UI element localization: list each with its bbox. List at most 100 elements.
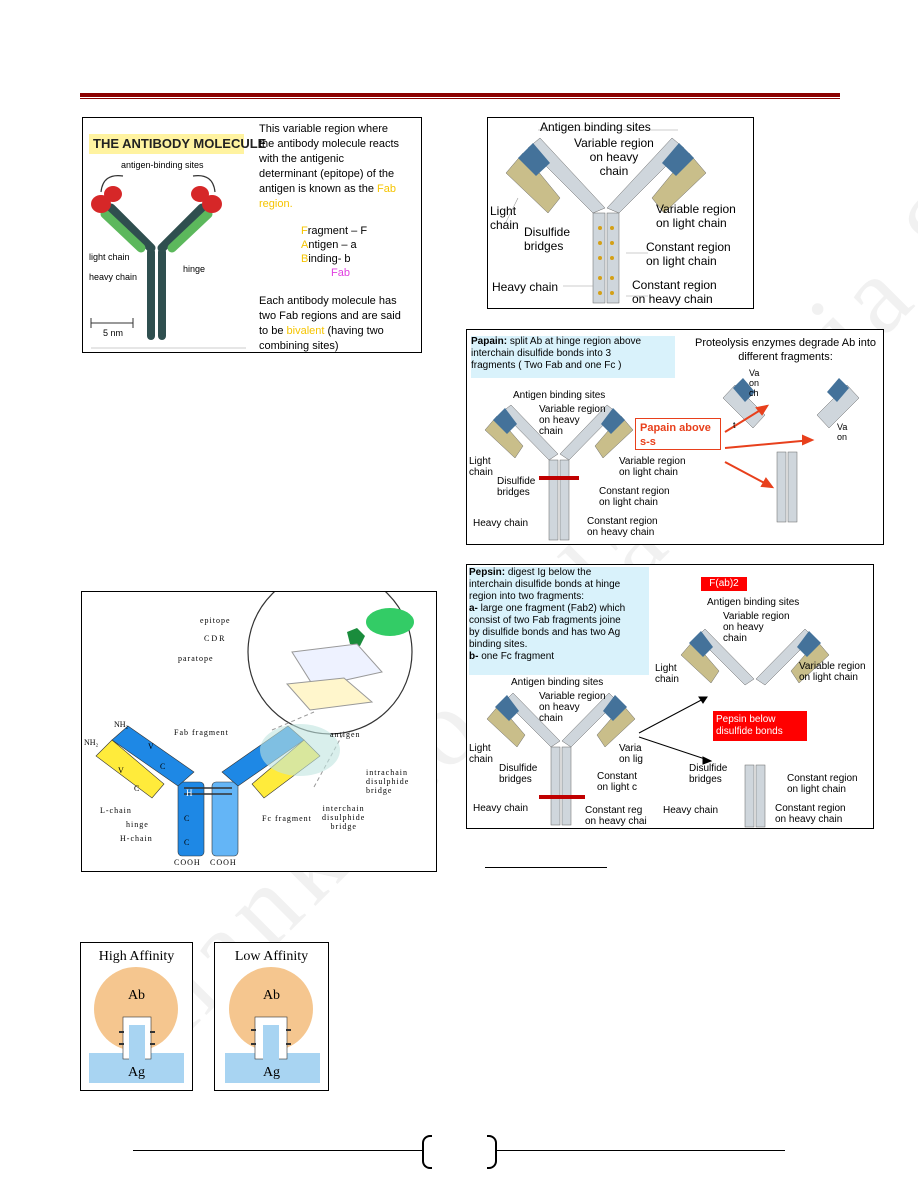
heavy-chain-label: heavy chain xyxy=(89,272,138,282)
right-light-chain-label: Light chain xyxy=(655,663,679,685)
figure-high-affinity: High Affinity Ab Ag xyxy=(80,942,193,1091)
label-line: Constant region xyxy=(587,516,658,527)
callout-line: Pepsin below xyxy=(716,714,776,725)
label-line: on light c xyxy=(597,782,638,793)
heavy-chain-label: Heavy chain xyxy=(492,280,559,294)
text-line: with the antigenic xyxy=(259,153,344,165)
h-chain-label: H-chain xyxy=(120,834,153,843)
fab-word: Fab xyxy=(377,183,396,195)
acronym-rest: ragment – F xyxy=(307,225,368,237)
label-line: Constant reg xyxy=(585,805,643,816)
left-constant-light-label: Constant on light c xyxy=(597,771,637,793)
left-antigen-binding-sites-label: Antigen binding sites xyxy=(511,677,604,688)
label-line: bridge xyxy=(366,786,393,795)
figure-antibody-structure: Antigen binding sites Variable region on… xyxy=(487,117,754,309)
light-chain-label: Light chain xyxy=(490,204,519,232)
info-line: digest Ig below the xyxy=(505,567,592,578)
banner-title: THE ANTIBODY MOLECULE xyxy=(93,136,267,151)
paratope-label: paratope xyxy=(178,654,214,663)
nh2-label-a: NH₂ xyxy=(114,720,129,729)
high-affinity-illustration xyxy=(89,967,184,1083)
info-line: one Fc fragment xyxy=(478,651,555,662)
bivalent-text: Each antibody molecule has two Fab regio… xyxy=(259,294,401,352)
figure-papain: Papain: split Ab at hinge region above i… xyxy=(466,329,884,545)
label-line: Light xyxy=(469,743,491,754)
fragment-label-right: Va on xyxy=(837,422,847,442)
label-line: on light chain xyxy=(599,497,658,508)
cooh-label-1: COOH xyxy=(174,858,201,867)
vh-label: V xyxy=(148,742,154,751)
label-line: chain xyxy=(539,713,563,724)
acronym-rest: ntigen – a xyxy=(308,239,357,251)
fc-fragment-label: Fc fragment xyxy=(262,814,312,823)
label-line: Va xyxy=(837,422,848,432)
low-affinity-title: Low Affinity xyxy=(234,949,309,964)
header-rule xyxy=(80,93,840,97)
vl-label: V xyxy=(118,766,124,775)
variable-heavy-label: Variable region on heavy chain xyxy=(574,136,654,178)
left-variable-light-label: Varia on lig xyxy=(619,743,643,765)
acronym-letter: A xyxy=(301,239,309,251)
acronym-letter: B xyxy=(301,253,309,265)
info-line: fragments ( Two Fab and one Fc ) xyxy=(471,360,622,371)
callout-line: Papain above xyxy=(640,422,711,434)
label-line: chain xyxy=(490,218,519,232)
label-line: interchain xyxy=(322,804,365,813)
left-disulfide-label: Disulfide bridges xyxy=(499,763,537,785)
label-line: Light xyxy=(490,204,517,218)
label-line: on light chain xyxy=(646,254,717,268)
info-line: by disulfide bonds and has two Ag xyxy=(469,627,621,638)
pepsin-info-box: Pepsin: digest Ig below the interchain d… xyxy=(469,567,649,675)
label-line: Constant region xyxy=(787,773,858,784)
page-number-bracket-left xyxy=(422,1135,432,1169)
fab-fragment-label: Fab fragment xyxy=(174,728,229,737)
footer-rule-left xyxy=(133,1150,423,1151)
label-line: Constant region xyxy=(646,240,731,254)
papain-heading: Papain: xyxy=(471,336,508,347)
proteolysis-text: Proteolysis enzymes degrade Ab into diff… xyxy=(695,336,876,364)
label-line: different fragments: xyxy=(738,351,833,363)
light-chain-label: light chain xyxy=(89,252,130,262)
ch1-label: C xyxy=(160,762,166,771)
left-variable-heavy-label: Variable region on heavy chain xyxy=(539,691,606,724)
label-line: Constant region xyxy=(632,278,717,292)
cooh-label-2: COOH xyxy=(210,858,237,867)
interchain-label: interchain disulphide bridge xyxy=(322,804,365,831)
label-line: Disulfide xyxy=(524,225,571,239)
cl-label: C xyxy=(134,784,140,793)
label-line: on light chain xyxy=(799,672,858,683)
label-line: ch xyxy=(749,388,759,398)
label-line: Va xyxy=(749,368,760,378)
constant-heavy-label: Constant region on heavy chain xyxy=(632,278,717,306)
intrachain-label: intrachain disulphide bridge xyxy=(366,768,409,795)
label-line: intrachain xyxy=(366,768,408,777)
high-ab-label: Ab xyxy=(127,988,146,1003)
label-line: on heavy chai xyxy=(585,816,647,827)
label-line: bridges xyxy=(497,487,530,498)
label-line: Variable region xyxy=(574,136,654,150)
l-chain-label: L-chain xyxy=(100,806,132,815)
label-line: bridges xyxy=(499,774,532,785)
text-line: combining sites) xyxy=(259,340,339,352)
label-line: chain xyxy=(723,633,747,644)
fab-fc-illustration xyxy=(95,592,414,857)
info-line: binding sites. xyxy=(469,639,528,650)
figure-low-affinity: Low Affinity Ab Ag xyxy=(214,942,329,1091)
label-line: disulphide xyxy=(322,813,366,822)
variable-region-text: This variable region where the antibody … xyxy=(259,122,399,212)
acronym-rest: inding- b xyxy=(308,253,351,265)
label-line: Constant region xyxy=(775,803,846,814)
label-line: Disulfide xyxy=(499,763,538,774)
variable-light-label: Variable region on light chain xyxy=(656,202,736,230)
label-line: Varia xyxy=(619,743,642,754)
figure-antibody-molecule: THE ANTIBODY MOLECULE antigen-binding si… xyxy=(82,117,422,353)
label-line: Constant xyxy=(597,771,638,782)
constant-heavy-label: Constant region on heavy chain xyxy=(587,516,658,538)
light-chain-label: Light chain xyxy=(469,456,493,478)
right-constant-light-label: Constant region on light chain xyxy=(787,773,858,795)
text-line: the antibody molecule reacts xyxy=(259,138,400,150)
high-ag-label: Ag xyxy=(127,1065,146,1080)
label-line: Light xyxy=(655,663,677,674)
info-line: large one fragment (Fab2) which xyxy=(477,603,626,614)
label-line: Variable region xyxy=(619,456,686,467)
